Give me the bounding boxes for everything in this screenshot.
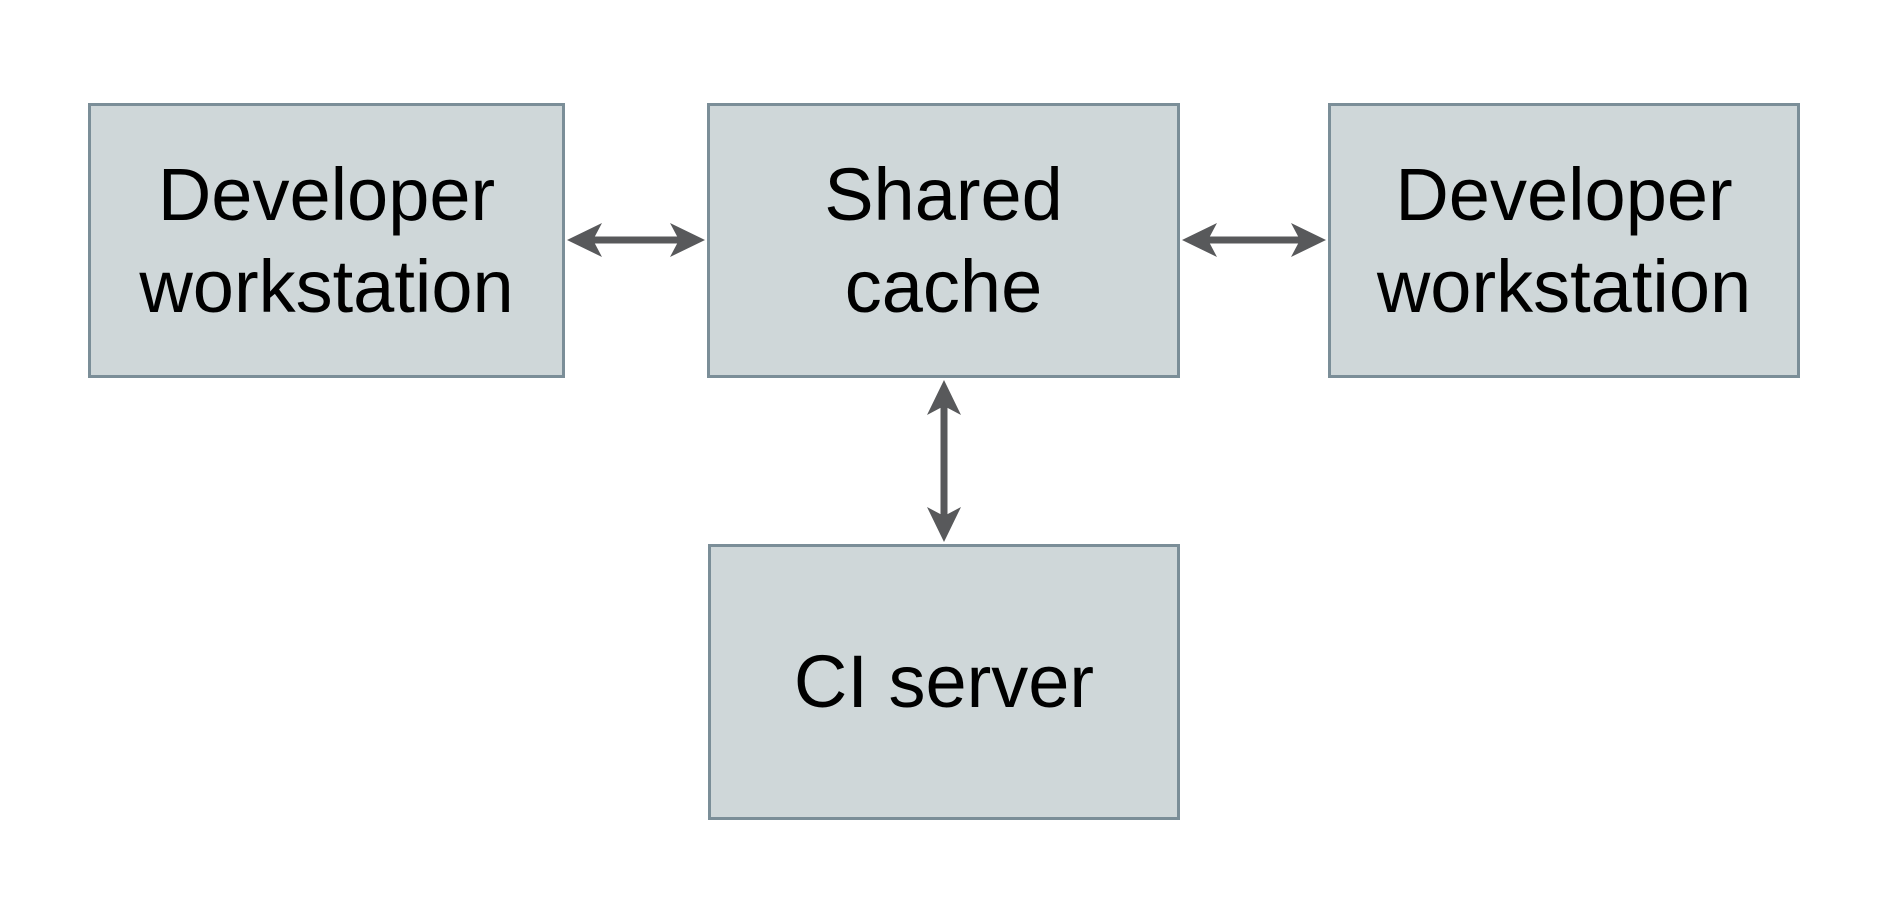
node-label-line: cache xyxy=(844,244,1043,328)
node-label-line: workstation xyxy=(139,244,514,328)
node-ci-server: CI server xyxy=(708,544,1180,820)
arrow-head-up-icon xyxy=(927,380,961,415)
node-developer-workstation-left: Developer workstation xyxy=(88,103,565,378)
node-label-line: Developer xyxy=(157,152,496,236)
arrow-shaft xyxy=(940,406,948,516)
arrow-head-right-icon xyxy=(1291,223,1326,257)
node-label-line: CI server xyxy=(793,640,1095,723)
bidirectional-arrow-cache-right-workstation xyxy=(1182,223,1326,257)
node-developer-workstation-right: Developer workstation xyxy=(1328,103,1800,378)
arrow-shaft xyxy=(593,236,679,244)
node-shared-cache: Shared cache xyxy=(707,103,1180,378)
arrow-shaft xyxy=(1208,236,1300,244)
bidirectional-arrow-cache-ci-server xyxy=(927,380,961,542)
bidirectional-arrow-left-workstation-cache xyxy=(567,223,705,257)
arrow-head-right-icon xyxy=(670,223,705,257)
arrow-head-down-icon xyxy=(927,507,961,542)
node-label-line: Developer xyxy=(1395,152,1733,236)
arrow-head-left-icon xyxy=(567,223,602,257)
node-label-line: workstation xyxy=(1376,244,1752,328)
node-label-line: Shared xyxy=(824,152,1063,236)
arrow-head-left-icon xyxy=(1182,223,1217,257)
